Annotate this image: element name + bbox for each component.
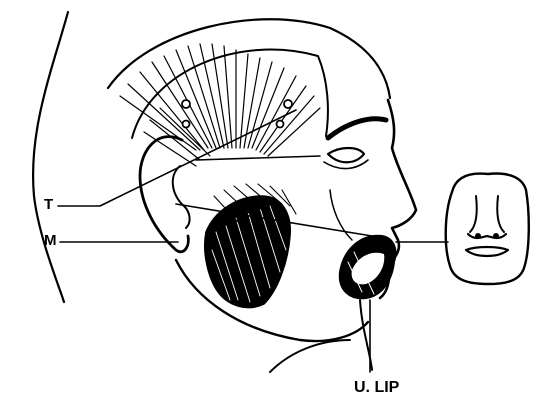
eyebrow bbox=[328, 119, 386, 138]
label-t: T bbox=[44, 197, 53, 212]
skull-top-outline bbox=[108, 19, 390, 98]
neck-line bbox=[270, 340, 350, 372]
ear bbox=[140, 137, 188, 252]
pointer-line-t-eye bbox=[196, 156, 320, 160]
eye bbox=[328, 148, 364, 162]
masseter-muscle bbox=[205, 196, 291, 308]
skull-outline bbox=[33, 12, 68, 302]
label-upper-lip: U. LIP bbox=[354, 380, 399, 396]
frontal-face-icon bbox=[446, 174, 529, 284]
ear-inner bbox=[173, 166, 190, 228]
label-m: M bbox=[44, 233, 57, 248]
